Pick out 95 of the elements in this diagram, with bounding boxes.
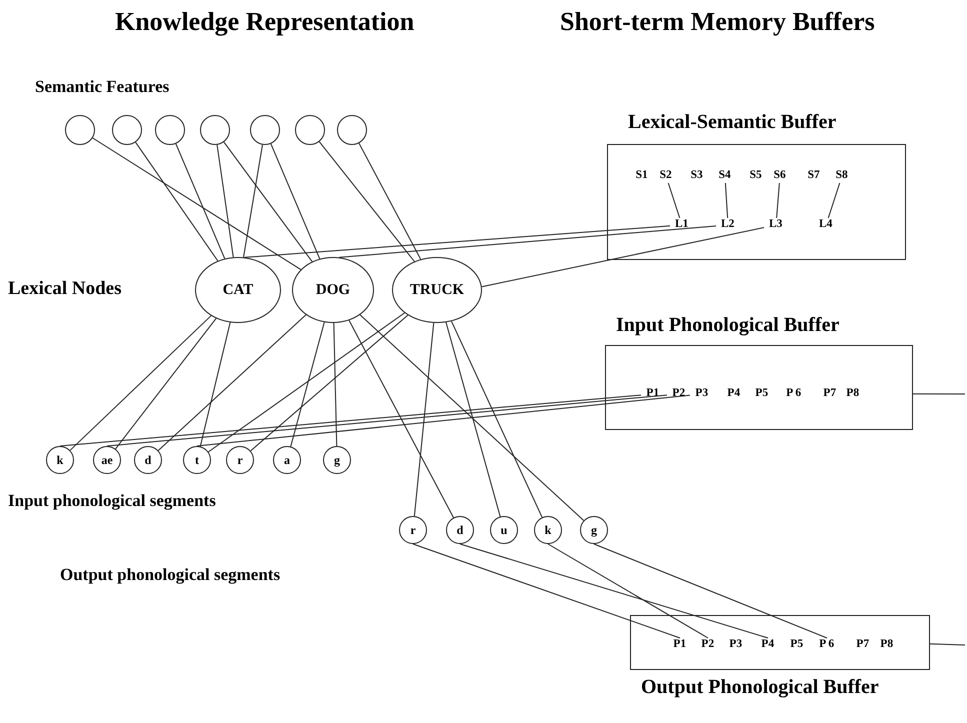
buffer-heading: Input Phonological Buffer <box>616 314 840 336</box>
buffer-slot-label: L1 <box>670 218 694 232</box>
buffer-slot-label: P5 <box>784 638 809 652</box>
section-label: Knowledge Representation <box>115 8 414 37</box>
connector-line <box>912 393 966 394</box>
phonological-segment-node: k <box>46 446 74 474</box>
buffer-heading: Lexical-Semantic Buffer <box>628 111 836 133</box>
phonological-segment-node: d <box>446 516 474 544</box>
lexical-node: CAT <box>195 257 281 323</box>
connector-line <box>451 320 543 518</box>
section-label: Output phonological segments <box>60 566 280 585</box>
semantic-feature-node <box>295 115 325 145</box>
connector-line <box>446 322 501 517</box>
buffer-slot-label: S7 <box>802 168 826 183</box>
buffer-slot-label: S8 <box>830 168 854 183</box>
connector-line <box>360 314 584 521</box>
connector-line <box>216 144 234 258</box>
connector-line <box>481 227 764 288</box>
buffer-slot-label: P8 <box>874 638 899 652</box>
section-label: Lexical Nodes <box>8 279 122 300</box>
buffer-slot-label: L2 <box>716 218 740 232</box>
buffer-slot-label: P1 <box>668 638 692 652</box>
connector-line <box>412 544 680 638</box>
semantic-feature-node <box>337 115 367 145</box>
semantic-feature-node <box>250 115 280 145</box>
phonological-segment-node: r <box>399 516 427 544</box>
connector-line <box>668 182 680 218</box>
connector-line <box>223 142 313 262</box>
connector-line <box>724 182 728 218</box>
lexical-node: TRUCK <box>392 257 482 323</box>
buffer-slot-label: P8 <box>840 386 865 401</box>
semantic-feature-node <box>65 115 95 145</box>
section-label: Short-term Memory Buffers <box>560 8 875 37</box>
buffer-slot-label: P4 <box>756 638 780 652</box>
connector-line <box>460 544 768 638</box>
connector-line <box>338 226 716 258</box>
lexical-node: DOG <box>292 257 374 323</box>
buffer-slot-label: P5 <box>750 386 774 401</box>
connector-line <box>828 182 840 218</box>
connector-line <box>348 320 454 518</box>
buffer-slot-label: P2 <box>666 386 691 401</box>
connector-line <box>158 314 306 451</box>
connector-line <box>548 544 708 638</box>
phonological-segment-node: t <box>183 446 211 474</box>
buffer-slot-label: L4 <box>814 218 838 232</box>
buffer-slot-label: S1 <box>630 168 654 183</box>
section-label: Semantic Features <box>35 78 170 97</box>
buffer-slot-label: S2 <box>654 168 678 183</box>
connector-line <box>333 322 338 446</box>
buffer-slot-label: P 6 <box>814 638 839 652</box>
buffer-slot-label: S6 <box>768 168 792 183</box>
connector-line <box>250 314 408 452</box>
semantic-feature-node <box>155 115 185 145</box>
connector-line <box>270 143 320 260</box>
buffer-slot-label: L3 <box>764 218 788 232</box>
phonological-segment-node: a <box>273 446 301 474</box>
connector-line <box>930 643 966 646</box>
phonological-segment-node: r <box>226 446 254 474</box>
connector-line <box>290 322 325 447</box>
buffer-slot-label: P3 <box>724 638 748 652</box>
buffer-slot-label: S5 <box>744 168 768 183</box>
phonological-segment-node: ae <box>93 446 121 474</box>
connector-line <box>196 394 690 446</box>
buffer-slot-label: P3 <box>690 386 714 401</box>
buffer-slot-label: P 6 <box>782 386 806 401</box>
phonological-segment-node: d <box>134 446 162 474</box>
phonological-segment-node: k <box>534 516 562 544</box>
phonological-segment-node: u <box>490 516 518 544</box>
connector-line <box>243 144 263 258</box>
connector-line <box>70 315 212 451</box>
buffer-slot-label: P7 <box>850 638 875 652</box>
semantic-feature-node <box>112 115 142 145</box>
buffer-heading: Output Phonological Buffer <box>641 676 879 698</box>
phonological-segment-node: g <box>580 516 608 544</box>
phonological-segment-node: g <box>323 446 351 474</box>
buffer-slot-label: S3 <box>684 168 709 183</box>
connector-line <box>175 143 226 260</box>
buffer-slot-label: S4 <box>712 168 737 183</box>
section-label: Input phonological segments <box>8 492 216 511</box>
connector-line <box>208 312 406 452</box>
buffer-slot-label: P7 <box>818 386 842 401</box>
connector-line <box>358 142 422 260</box>
connector-line <box>594 544 828 638</box>
connector-line <box>115 318 217 450</box>
connector-line <box>318 141 415 262</box>
connector-line <box>200 322 231 447</box>
buffer-slot-label: P1 <box>640 386 665 401</box>
connector-line <box>414 322 434 517</box>
connector-line <box>135 142 218 262</box>
connector-line <box>776 182 780 218</box>
buffer-slot-label: P4 <box>722 386 746 401</box>
connector-line <box>92 138 302 270</box>
buffer-slot-label: P2 <box>696 638 720 652</box>
connector-line <box>244 225 670 258</box>
semantic-feature-node <box>200 115 230 145</box>
